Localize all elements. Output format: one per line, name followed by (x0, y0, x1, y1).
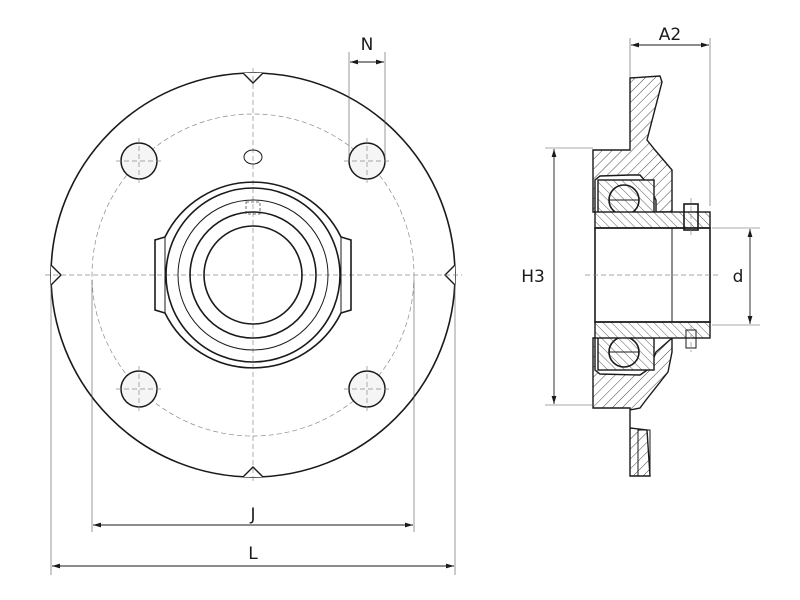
bolt-holes (116, 138, 390, 412)
front-view: J L N (45, 35, 462, 575)
set-screw (245, 201, 261, 215)
housing-section-bottom (592, 336, 673, 477)
lubrication-hole (243, 149, 263, 165)
outer-ring-bottom (597, 335, 655, 371)
label-H3: H3 (521, 267, 545, 287)
bore (203, 225, 303, 325)
label-N: N (361, 35, 374, 55)
inner-ring-top (594, 211, 711, 229)
label-d: d (733, 267, 744, 287)
label-J: J (249, 505, 255, 525)
bearing-outer-ring (165, 187, 341, 363)
label-L: L (248, 544, 258, 564)
label-A2: A2 (659, 25, 681, 45)
inner-ring (189, 211, 317, 339)
bearing-seal (177, 199, 329, 351)
side-section-view: H3 d A2 (521, 25, 760, 477)
